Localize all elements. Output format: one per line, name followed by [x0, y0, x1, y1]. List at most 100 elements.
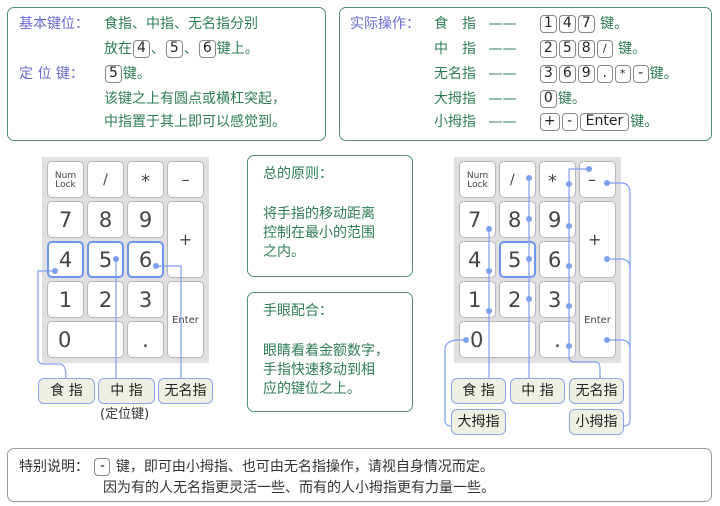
key-label: 9	[548, 208, 562, 232]
keycap: -	[561, 113, 578, 131]
key-label: .	[554, 328, 561, 352]
key-label: 3	[138, 288, 153, 312]
coordination-line-2: 手指快速移动到相	[263, 362, 375, 378]
text-key-on: 键上。	[216, 41, 259, 57]
right-key-5[interactable]: 5	[499, 241, 536, 278]
right-key-star[interactable]: *	[539, 161, 576, 198]
keycap: Enter	[579, 113, 630, 131]
special-note-text-1: 键，即可由小拇指、也可由无名指操作，请视自身情况而定。	[115, 459, 494, 475]
key-label: /	[103, 172, 108, 188]
left-key-6[interactable]: 6	[127, 241, 164, 278]
principle-panel	[247, 155, 413, 277]
dash: ——	[488, 91, 517, 107]
keycap-4: 4	[133, 40, 150, 58]
principle-line-1: 将手指的移动距离	[263, 206, 375, 222]
left-key-minus[interactable]: –	[167, 161, 204, 198]
right-tag-pinky: 小拇指	[569, 409, 624, 435]
left-key-8[interactable]: 8	[87, 201, 124, 238]
suffix: 键。	[630, 114, 659, 130]
keycap-minus: -	[94, 458, 111, 476]
left-key-dot[interactable]: .	[127, 321, 164, 358]
keycap: 9	[577, 65, 595, 83]
key-label: Lock	[467, 180, 488, 190]
practice-panel	[339, 7, 712, 141]
key-label: 6	[548, 248, 562, 272]
key-label: 7	[58, 208, 73, 232]
left-key-star[interactable]: *	[127, 161, 164, 198]
key-label: Lock	[55, 180, 76, 190]
coordination-title: 手眼配合：	[263, 303, 333, 319]
right-key-8[interactable]: 8	[499, 201, 536, 238]
keycap-5-anchor: 5	[105, 65, 122, 83]
right-tag-thumb: 大拇指	[451, 409, 506, 435]
finger-name: 大拇指	[434, 91, 476, 107]
key-label: *	[548, 171, 557, 192]
keycap: *	[614, 65, 631, 83]
left-key-enter[interactable]: Enter	[167, 281, 204, 358]
right-tag-ring-finger: 无名指	[569, 378, 624, 404]
left-key-4[interactable]: 4	[47, 241, 84, 278]
right-key-9[interactable]: 9	[539, 201, 576, 238]
keycap-5: 5	[165, 40, 183, 58]
finger-name: 无名指	[434, 66, 476, 82]
keycap: /	[596, 40, 613, 58]
left-key-7[interactable]: 7	[47, 201, 84, 238]
left-key-3[interactable]: 3	[127, 281, 164, 318]
keycap-6: 6	[198, 40, 216, 58]
left-key-2[interactable]: 2	[87, 281, 124, 318]
key-label: Enter	[172, 315, 199, 326]
coordination-line-1: 眼睛看着金额数字，	[263, 343, 389, 359]
key-label: 7	[468, 208, 482, 232]
right-key-plus[interactable]: +	[579, 201, 616, 278]
dash: ——	[488, 41, 517, 57]
right-key-0[interactable]: 0	[459, 321, 536, 358]
right-key-1[interactable]: 1	[459, 281, 496, 318]
left-key-plus[interactable]: +	[167, 201, 204, 278]
left-key-0[interactable]: 0	[47, 321, 124, 358]
left-key-slash[interactable]: /	[87, 161, 124, 198]
special-note-panel	[7, 448, 712, 502]
principle-title: 总的原则：	[263, 166, 333, 182]
left-key-5[interactable]: 5	[87, 241, 124, 278]
keycap: 6	[558, 65, 576, 83]
text-put-on: 放在	[104, 41, 132, 57]
key-label: 9	[138, 208, 153, 232]
right-key-7[interactable]: 7	[459, 201, 496, 238]
anchor-desc-2: 中指置于其上即可以感觉到。	[104, 114, 286, 130]
right-key-dot[interactable]: .	[539, 321, 576, 358]
left-key-1[interactable]: 1	[47, 281, 84, 318]
right-tag-index-finger: 食 指	[451, 378, 506, 404]
dash: ——	[488, 66, 517, 82]
key-label: 0	[58, 328, 72, 352]
key-label: 4	[468, 248, 482, 272]
keycap: 8	[577, 40, 595, 58]
key-label: Num	[466, 171, 489, 181]
key-label: 4	[58, 248, 73, 272]
special-note-label: 特别说明：	[19, 459, 89, 475]
keycap: 1	[539, 15, 557, 33]
right-key-4[interactable]: 4	[459, 241, 496, 278]
right-key-slash[interactable]: /	[499, 161, 536, 198]
keycap: .	[596, 65, 613, 83]
left-key-9[interactable]: 9	[127, 201, 164, 238]
suffix: 键。	[618, 41, 647, 57]
right-key-enter[interactable]: Enter	[579, 281, 616, 358]
anchor-desc-1: 该键之上有圆点或横杠突起，	[104, 91, 286, 107]
left-tag-middle-finger: 中 指	[98, 378, 155, 404]
right-key-minus[interactable]: –	[579, 161, 616, 198]
right-key-2[interactable]: 2	[499, 281, 536, 318]
key-label: 8	[508, 208, 522, 232]
keycap: 0	[539, 90, 557, 108]
suffix: 键。	[557, 91, 586, 107]
right-key-6[interactable]: 6	[539, 241, 576, 278]
keycap: 7	[577, 15, 595, 33]
right-key-3[interactable]: 3	[539, 281, 576, 318]
keycap: +	[539, 113, 560, 131]
finger-name: 小拇指	[434, 114, 476, 130]
key-label: 3	[548, 288, 562, 312]
